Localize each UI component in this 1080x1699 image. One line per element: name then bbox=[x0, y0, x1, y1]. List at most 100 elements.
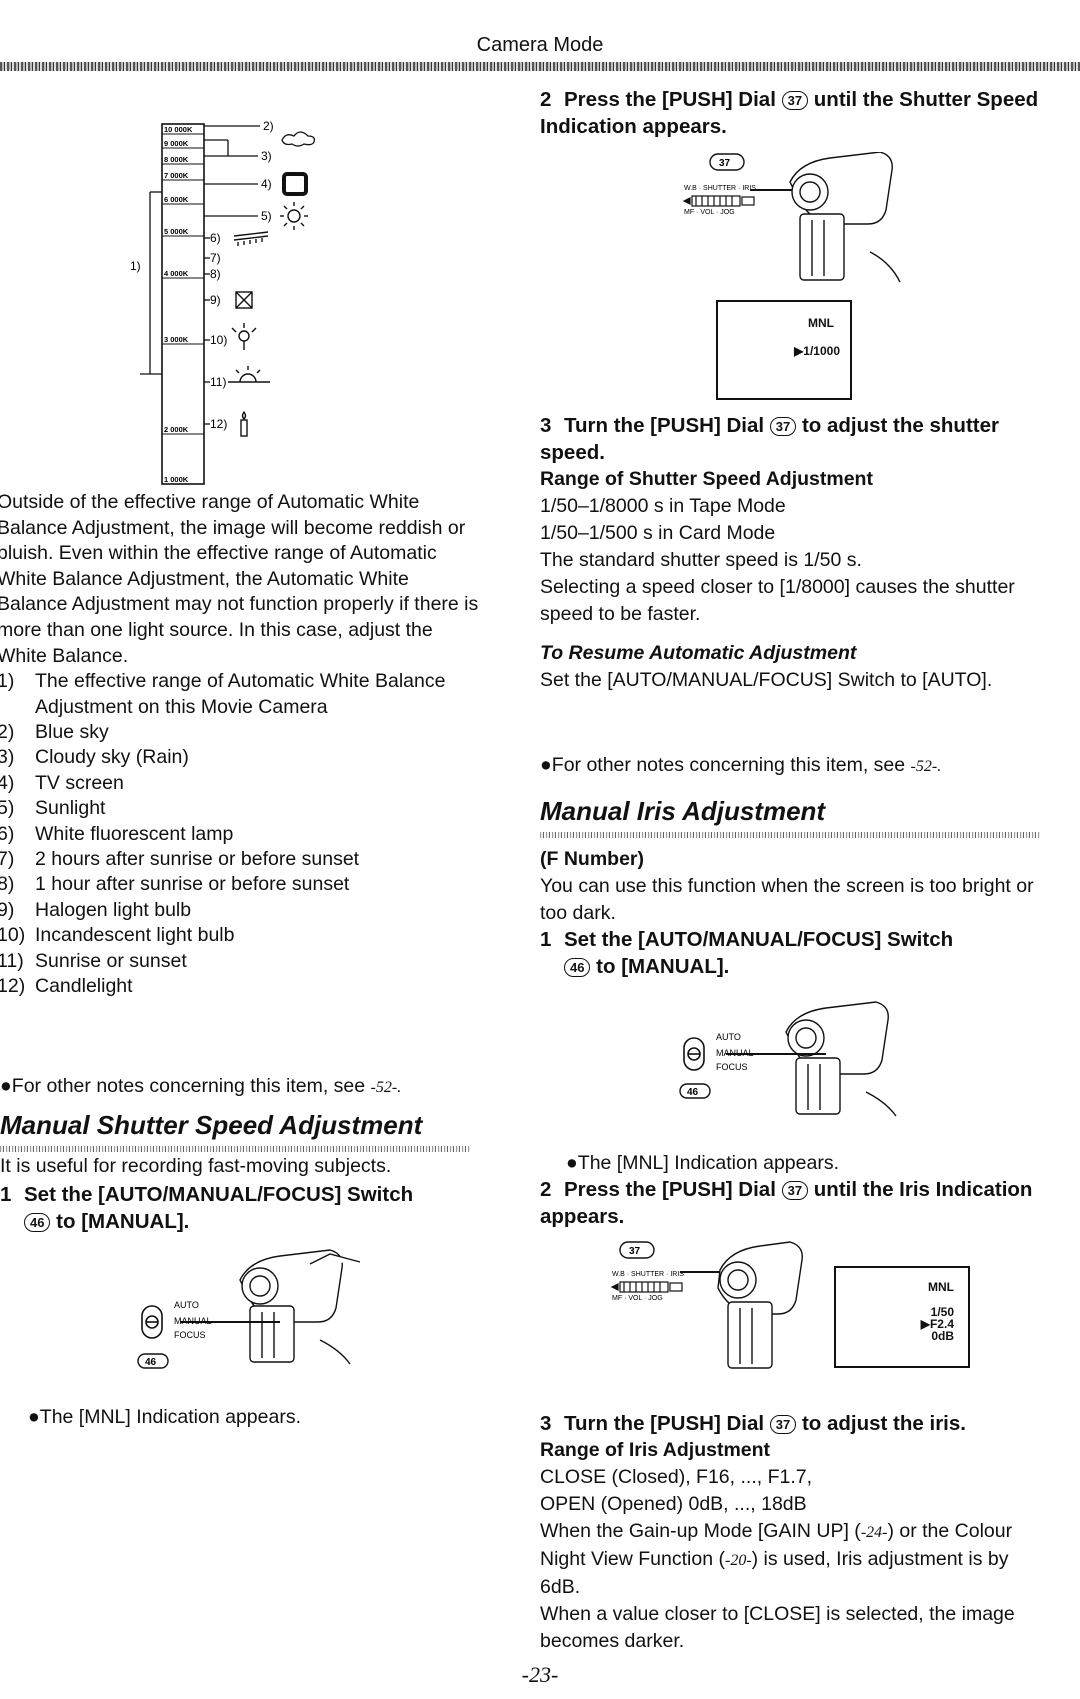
shutter-section-title: Manual Shutter Speed Adjustment bbox=[0, 1110, 423, 1140]
list-item: 4)TV screen bbox=[0, 771, 124, 794]
dial-top-label: W.B · SHUTTER · IRIS bbox=[684, 185, 756, 192]
shutter-mnl-note: ●The [MNL] Indication appears. bbox=[28, 1406, 302, 1428]
iris-range: Range of Iris Adjustment CLOSE (Closed),… bbox=[540, 1439, 1015, 1652]
section-rule bbox=[540, 832, 1040, 838]
shutter-intro: It is useful for recording fast-moving s… bbox=[0, 1155, 392, 1177]
ref-37-badge: 37 bbox=[781, 91, 809, 111]
wb-label-8: 8) bbox=[210, 267, 221, 281]
wb-scale-3000: 3 000K bbox=[164, 335, 189, 344]
page-ref-link[interactable]: -24- bbox=[860, 1524, 888, 1541]
list-item: 2)Blue sky bbox=[0, 720, 109, 743]
ref-37-badge: 37 bbox=[781, 1181, 809, 1201]
ref-46-badge: 46 bbox=[24, 1213, 51, 1233]
list-item: 8)1 hour after sunrise or before sunset bbox=[0, 873, 350, 896]
left-column: Outside of the effective range of Automa… bbox=[0, 490, 480, 999]
camera-switch-illustration-2: AUTO MANUAL FOCUS 46 bbox=[679, 1001, 897, 1117]
iris-mnl-note: ●The [MNL] Indication appears. bbox=[566, 1152, 840, 1174]
wb-label-5: 5) bbox=[261, 209, 272, 223]
wb-label-10: 10) bbox=[210, 333, 227, 347]
dial-bottom-label: MF · VOL · JOG bbox=[612, 1295, 663, 1302]
wb-label-3: 3) bbox=[261, 149, 272, 163]
wb-label-9: 9) bbox=[210, 293, 221, 307]
switch-knob-icon bbox=[141, 1305, 163, 1339]
page-ref-link[interactable]: -52-. bbox=[910, 758, 942, 775]
switch-knob-icon bbox=[683, 1037, 705, 1071]
white-balance-chart: 10 000K 9 000K 8 000K 7 000K 6 000K 5 00… bbox=[130, 119, 316, 485]
wb-scale-2000: 2 000K bbox=[164, 425, 189, 434]
dial-bottom-label: MF · VOL · JOG bbox=[684, 209, 735, 216]
lcd-mode: MNL bbox=[808, 316, 834, 330]
switch-manual-label: MANUAL bbox=[174, 1316, 212, 1326]
tv-screen-icon bbox=[282, 172, 308, 196]
wb-label-2: 2) bbox=[263, 119, 274, 133]
header-rule bbox=[0, 62, 1080, 71]
cloud-icon bbox=[281, 131, 316, 147]
ref-37-label: 37 bbox=[629, 1246, 641, 1257]
iris-section-title: Manual Iris Adjustment bbox=[540, 796, 826, 826]
candle-icon bbox=[240, 410, 248, 437]
page-number: -23- bbox=[521, 1662, 559, 1687]
wb-scale-7000: 7 000K bbox=[164, 171, 189, 180]
section-rule bbox=[0, 1146, 470, 1152]
dial-top-label: W.B · SHUTTER · IRIS bbox=[612, 1271, 684, 1278]
wb-scale-4000: 4 000K bbox=[164, 269, 189, 278]
wb-label-7: 7) bbox=[210, 251, 221, 265]
wb-scale-9000: 9 000K bbox=[164, 139, 189, 148]
list-item: 7)2 hours after sunrise or before sunset bbox=[0, 848, 360, 870]
wb-label-11: 11) bbox=[210, 375, 226, 389]
ref-37-badge: 37 bbox=[769, 417, 797, 437]
ref-46-label: 46 bbox=[145, 1357, 157, 1368]
camera-switch-illustration: AUTO MANUAL FOCUS 46 bbox=[137, 1249, 361, 1369]
wb-legend-list: 1)The effective range of Automatic White… bbox=[0, 669, 480, 999]
resume-block: To Resume Automatic Adjustment Set the [… bbox=[540, 642, 993, 691]
wb-scale-10000: 10 000K bbox=[164, 125, 193, 134]
list-item: 11)Sunrise or sunset bbox=[0, 949, 187, 972]
list-item: 6)White fluorescent lamp bbox=[0, 822, 234, 845]
shutter-lcd: MNL ▶1/1000 bbox=[716, 300, 852, 400]
ref-37-badge: 37 bbox=[769, 1415, 797, 1435]
page-header: Camera Mode bbox=[476, 34, 604, 56]
push-dial-illustration: 37 W.B · SHUTTER · IRIS MF · VOL · JOG bbox=[682, 152, 901, 283]
bullet-icon: ● bbox=[566, 1152, 578, 1174]
wb-scale-5000: 5 000K bbox=[164, 227, 189, 236]
push-dial-illustration-2: 37 W.B · SHUTTER · IRIS MF · VOL · JOG bbox=[610, 1241, 803, 1369]
wb-scale-8000: 8 000K bbox=[164, 155, 189, 164]
lcd-shutter-value: ▶1/1000 bbox=[794, 344, 840, 358]
ref-46-label: 46 bbox=[687, 1087, 699, 1098]
list-item: 10)Incandescent light bulb bbox=[0, 924, 235, 947]
lcd-iris-values: 1/50 ▶F2.4 0dB bbox=[920, 1305, 954, 1343]
incandescent-bulb-icon bbox=[231, 323, 257, 350]
switch-focus-label: FOCUS bbox=[716, 1062, 748, 1072]
bullet-icon: ● bbox=[0, 1075, 12, 1097]
page-ref-link[interactable]: -52-. bbox=[370, 1079, 402, 1096]
wb-label-1: 1) bbox=[130, 259, 141, 273]
switch-manual-label: MANUAL bbox=[716, 1048, 754, 1058]
wb-label-12: 12) bbox=[210, 417, 227, 431]
wb-scale-6000: 6 000K bbox=[164, 195, 189, 204]
switch-auto-label: AUTO bbox=[174, 1300, 199, 1310]
wb-scale-1000: 1 000K bbox=[164, 475, 189, 484]
switch-auto-label: AUTO bbox=[716, 1032, 741, 1042]
page-ref-link[interactable]: -20- bbox=[724, 1552, 752, 1569]
shutter-range: Range of Shutter Speed Adjustment 1/50–1… bbox=[540, 468, 1015, 625]
list-item: 5)Sunlight bbox=[0, 797, 106, 820]
fluorescent-lamp-icon bbox=[233, 231, 269, 246]
right-note: ●For other notes concerning this item, s… bbox=[540, 754, 942, 776]
iris-intro: (F Number) You can use this function whe… bbox=[540, 848, 1034, 924]
list-item: 9)Halogen light bulb bbox=[0, 898, 192, 921]
sun-icon bbox=[280, 202, 308, 230]
ref-37-label: 37 bbox=[719, 158, 731, 169]
list-item: 3)Cloudy sky (Rain) bbox=[0, 746, 189, 769]
sunrise-icon bbox=[228, 366, 270, 383]
wb-label-6: 6) bbox=[210, 231, 221, 245]
iris-lcd: MNL 1/50 ▶F2.4 0dB bbox=[834, 1266, 970, 1368]
halogen-bulb-icon bbox=[235, 291, 253, 309]
switch-focus-label: FOCUS bbox=[174, 1330, 206, 1340]
wb-paragraph: Outside of the effective range of Automa… bbox=[0, 491, 479, 667]
